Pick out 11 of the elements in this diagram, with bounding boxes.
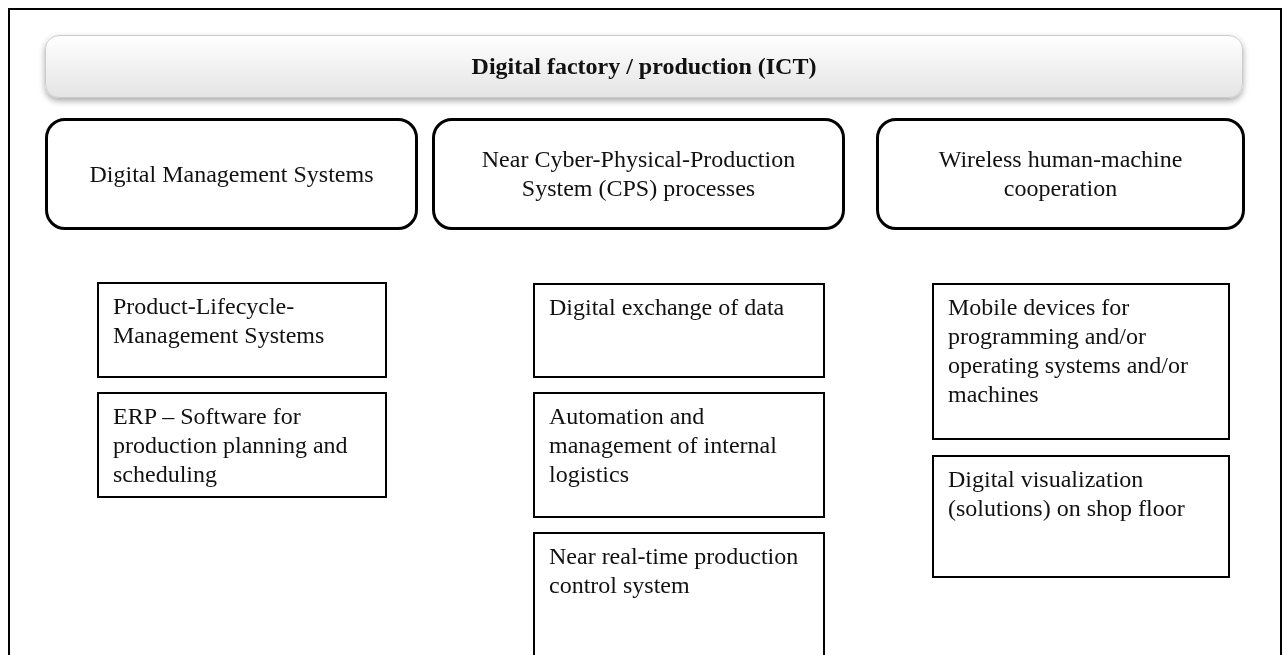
item-box: Digital exchange of data	[533, 283, 825, 378]
item-box: Near real-time production control system	[533, 532, 825, 655]
category-box: Digital Management Systems	[45, 118, 418, 230]
item-box: Automation and management of internal logistics	[533, 392, 825, 518]
category-box: Near Cyber-Physical-Production System (CPS) processes	[432, 118, 845, 230]
item-box: Digital visualization (solutions) on shop floor	[932, 455, 1230, 578]
title-band: Digital factory / production (ICT)	[45, 35, 1243, 98]
item-box: Product-Lifecycle-Management Systems	[97, 282, 387, 378]
category-box: Wireless human-machine cooperation	[876, 118, 1245, 230]
item-box: Mobile devices for programming and/or operating systems and/or machines	[932, 283, 1230, 440]
item-box: ERP – Software for production planning and scheduling	[97, 392, 387, 498]
